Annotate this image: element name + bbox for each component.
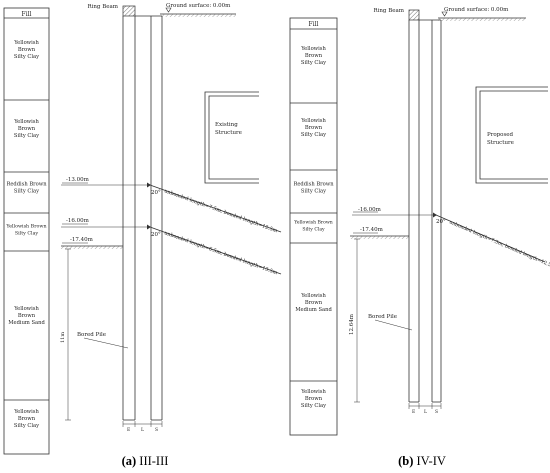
svg-text:Ground surface: 0.00m: Ground surface: 0.00m: [444, 7, 509, 13]
svg-text:L: L: [141, 427, 144, 433]
bottom-dimensions-b: E L S: [408, 403, 442, 415]
svg-text:-16.00m: -16.00m: [66, 218, 90, 224]
svg-text:-17.40m: -17.40m: [360, 227, 384, 233]
ground-surface-b: Ground surface: 0.00m: [438, 7, 526, 21]
soil-layer-fill-a: Fill: [22, 11, 32, 18]
svg-text:Ground surface: 0.00m: Ground surface: 0.00m: [166, 3, 231, 9]
anchor-1-b-angle: 20°: [436, 219, 446, 225]
bored-pile-b: [408, 19, 442, 403]
anchor-1-lengths: unbonded length=7.5m, bonded length=12.5…: [163, 188, 278, 234]
embed-depth-a: 11m: [60, 332, 66, 343]
anchor-2-lengths: unbonded length=6.5m, bonded length=13.5…: [163, 230, 278, 276]
bottom-dimensions-a: E L S: [122, 421, 163, 433]
svg-text:S: S: [155, 427, 158, 433]
excavation-level-b: -17.40m 12.64m: [349, 227, 409, 403]
ring-beam-b: [408, 9, 420, 21]
caption-a: (a) III-III: [122, 454, 169, 468]
svg-text:S: S: [435, 409, 438, 415]
ring-beam-a: [122, 5, 136, 17]
ring-beam-label-a: Ring Beam: [87, 4, 118, 10]
anchor-1-angle: 20°: [151, 190, 161, 196]
proposed-structure-b: [475, 86, 548, 184]
svg-text:-13.00m: -13.00m: [66, 177, 90, 183]
soil-layer-fill-b: Fill: [309, 21, 319, 28]
ground-surface-a: Ground surface: 0.00m: [160, 3, 236, 17]
bored-pile-label-b: Bored Pile: [368, 314, 397, 320]
soil-column-b: [289, 17, 338, 436]
existing-structure-a: [204, 91, 259, 184]
anchor-2-angle: 20°: [151, 232, 161, 238]
bored-pile-a: [122, 15, 163, 421]
caption-b: (b) IV-IV: [398, 454, 446, 468]
svg-text:L: L: [424, 409, 427, 415]
bored-pile-label-a: Bored Pile: [77, 332, 106, 338]
embed-depth-b: 12.64m: [349, 313, 355, 335]
anchor-1-b-lengths: unbonded length=7.5m, bonded length=12.5…: [448, 219, 550, 270]
svg-text:-16.00m: -16.00m: [358, 207, 382, 213]
svg-text:E: E: [412, 409, 415, 415]
ring-beam-label-b: Ring Beam: [373, 8, 404, 14]
svg-text:E: E: [127, 427, 130, 433]
svg-text:-17.40m: -17.40m: [70, 237, 94, 243]
anchor-1-a: -13.00m 20° unbonded length=7.5m, bonded…: [61, 177, 282, 234]
excavation-level-a: -17.40m 11m: [60, 237, 123, 421]
soil-column-a: [3, 7, 50, 455]
